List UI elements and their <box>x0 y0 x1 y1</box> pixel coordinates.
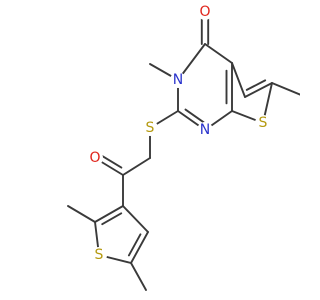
oxygen-atom-carbonyl: O <box>199 4 210 20</box>
bond-co-o2-inner <box>101 155 123 169</box>
sulfur-atom-thioether-background <box>142 120 158 136</box>
nitrogen-atom-n1: N <box>200 122 210 138</box>
sulfur-atom-thioether: S <box>146 120 155 136</box>
bond-t4-t3 <box>122 205 149 233</box>
bond-c4-c4a <box>204 43 233 64</box>
bond-t3-t2-inner <box>101 212 123 226</box>
sulfur-atom-thieno-background <box>255 115 271 131</box>
sulfur-atom-thieno: S <box>259 115 268 131</box>
bond-c5-c6-inner <box>245 79 267 91</box>
bond-c5-c6 <box>244 82 273 98</box>
oxygen-atom-ketone-background <box>87 150 103 166</box>
nitrogen-atom-n3: N <box>173 72 183 88</box>
bond-t2-me2 <box>67 205 96 223</box>
nitrogen-atom-n1-background <box>197 122 213 138</box>
bond-c6-me6 <box>271 82 300 96</box>
nitrogen-atom-n3-background <box>170 72 186 88</box>
sulfur-atom-thiophene: S <box>95 247 104 263</box>
oxygen-atom-carbonyl-background <box>197 4 213 20</box>
bond-c4a-c5 <box>231 62 246 98</box>
bond-t5-me5 <box>130 262 147 291</box>
oxygen-atom-ketone: O <box>89 150 100 166</box>
bond-n1-c2-inner <box>184 108 205 124</box>
bond-t5-t4-inner <box>127 233 142 257</box>
molecule-structure: O N N S S O S <box>67 4 300 291</box>
atom-label-layer: O N N S S O S <box>87 4 271 263</box>
bond-t5-t4 <box>130 231 149 264</box>
bond-ch2-co <box>122 157 151 176</box>
bond-t3-t2 <box>94 205 124 223</box>
sulfur-atom-thiophene-background <box>91 247 107 263</box>
bond-layer <box>67 11 300 291</box>
